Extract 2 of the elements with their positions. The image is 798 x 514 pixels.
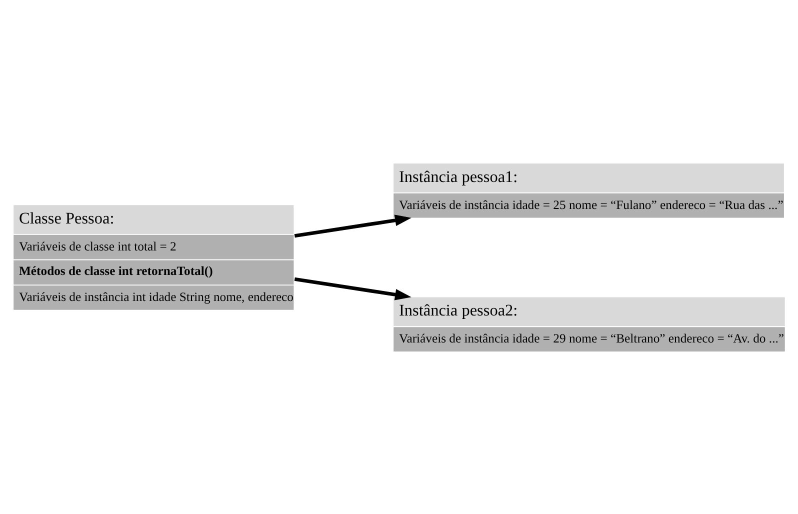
- arrow: [294, 276, 412, 300]
- arrow: [294, 214, 412, 238]
